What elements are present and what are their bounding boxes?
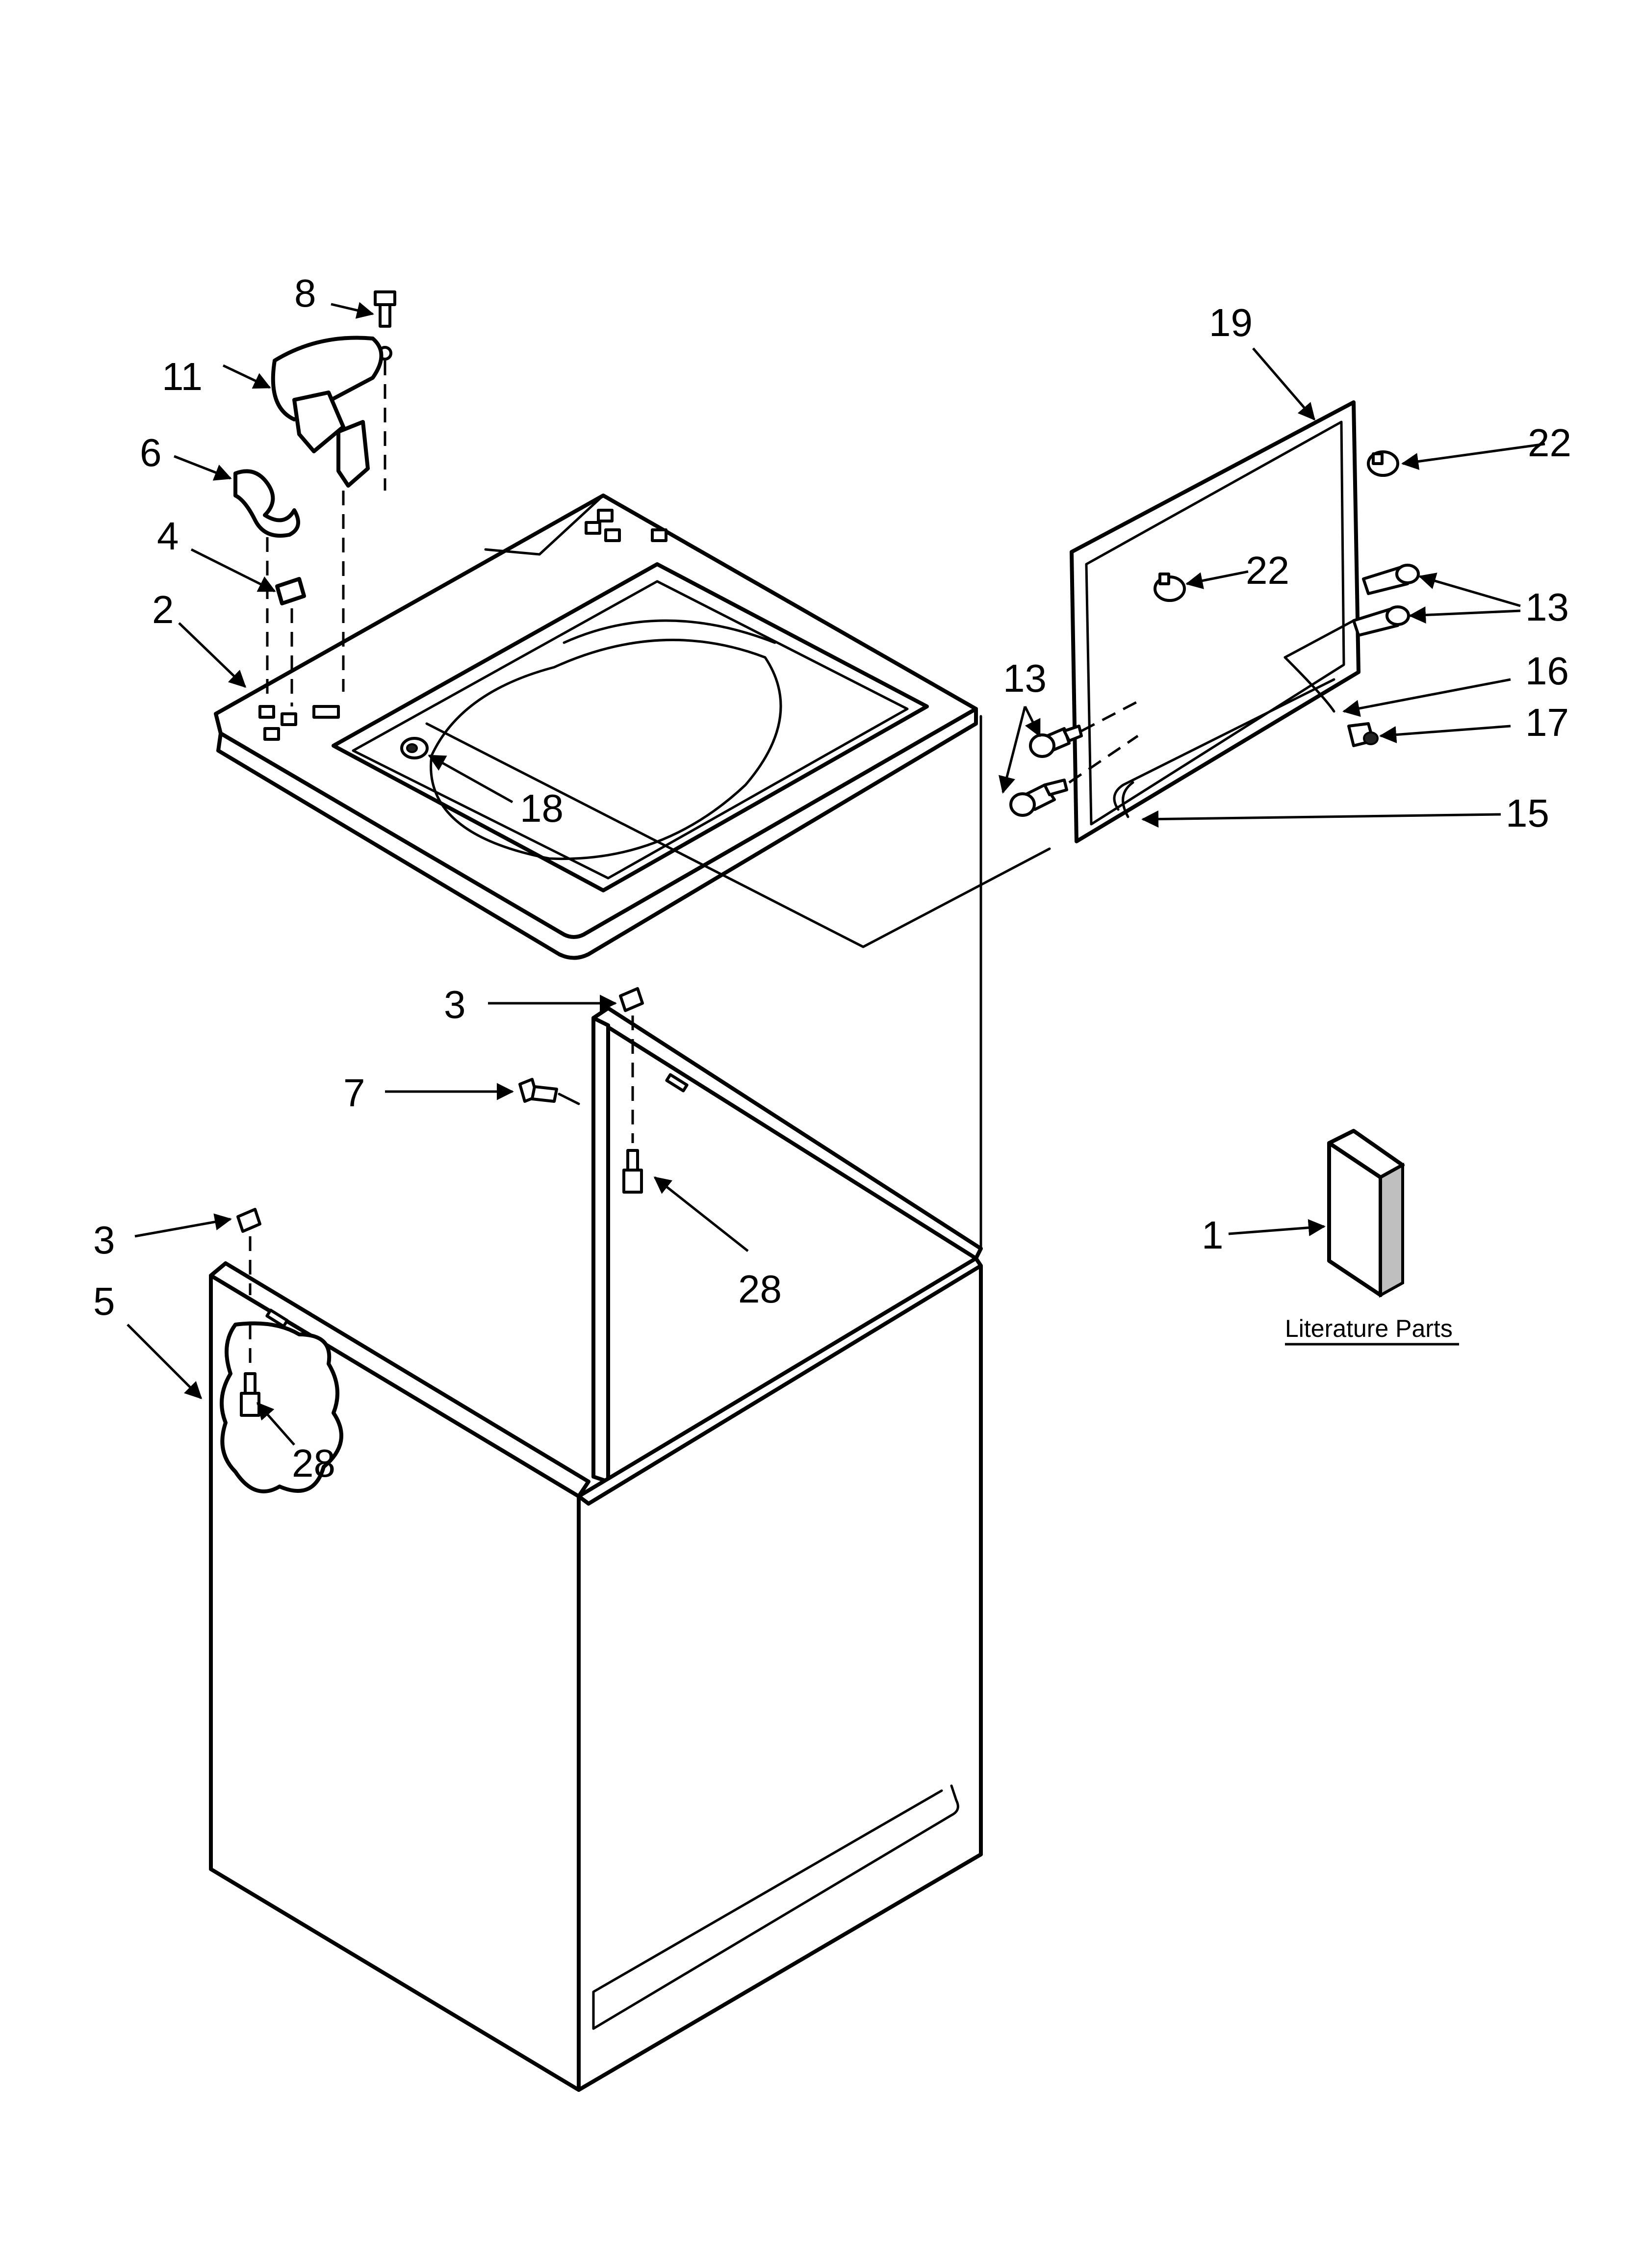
top-panel [214,494,1051,960]
literature-book [1327,1129,1405,1298]
clip-4-icon [275,577,306,706]
callout-7: 7 [343,1071,365,1115]
clip-3-upper-icon [619,987,644,1143]
callout-labels: 8 11 6 4 2 18 19 22 22 13 13 16 17 15 3 … [93,271,1571,1485]
cabinet [209,715,983,2092]
callout-4: 4 [157,514,179,558]
callout-3-upper: 3 [444,983,466,1026]
callout-1: 1 [1202,1213,1224,1257]
fittings-13-right-icon [1283,564,1420,659]
rear-panel [1070,400,1360,843]
callout-3-lower: 3 [93,1218,115,1262]
cap-17-icon [1347,722,1379,747]
callout-22-upper: 22 [1528,421,1571,465]
plug-22-lower-icon [1154,573,1186,602]
callout-28-lower: 28 [292,1441,335,1485]
clip-3-lower-icon [236,1208,261,1364]
callout-17: 17 [1525,701,1569,744]
screw-28-upper-icon [622,1149,643,1194]
cabinet-cutout [220,1321,343,1493]
callout-5: 5 [93,1279,115,1323]
callout-11: 11 [162,355,203,398]
literature-parts-label: Literature Parts [1285,1315,1453,1342]
screw-28-lower-icon [240,1372,260,1417]
screw-7-icon [518,1078,580,1105]
callout-13-left: 13 [1003,656,1047,700]
callout-18: 18 [520,786,564,830]
callout-16: 16 [1525,649,1569,693]
callout-2: 2 [152,588,174,631]
callout-28-upper: 28 [738,1267,782,1311]
fittings-13-left-icon [1009,700,1139,817]
plug-22-upper-icon [1367,450,1399,477]
callout-6: 6 [140,431,162,474]
callout-19: 19 [1209,301,1253,344]
screw-8-icon [342,290,396,692]
knob-18-icon [400,737,429,759]
callout-8: 8 [294,271,316,315]
lid-switch-11-icon [271,336,384,488]
leader-lines [127,302,1545,1446]
callout-22-lower: 22 [1246,548,1289,592]
callout-13-right: 13 [1525,585,1569,629]
callout-15: 15 [1506,791,1549,835]
